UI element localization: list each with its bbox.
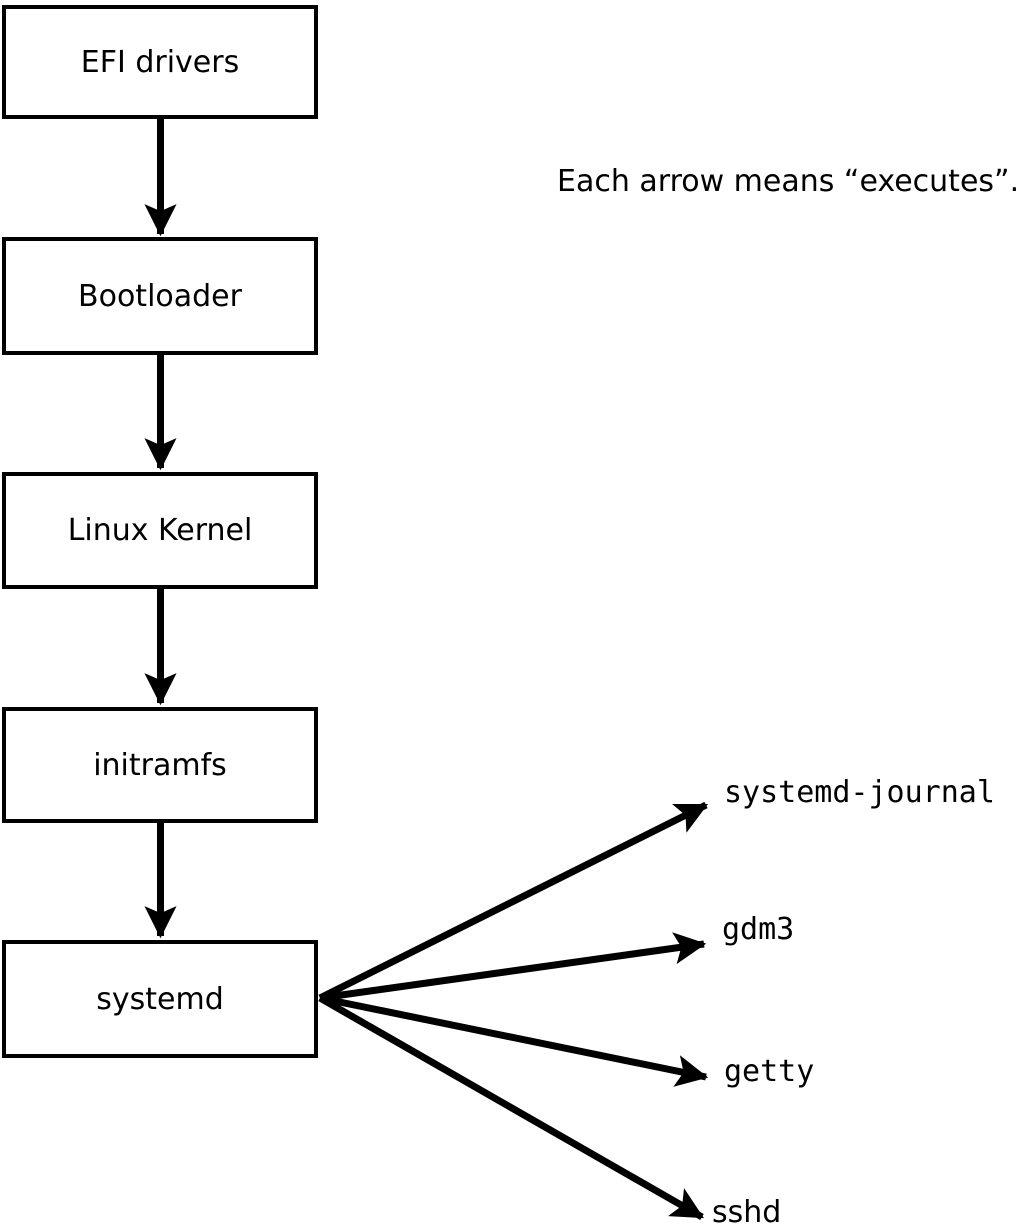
arrow-systemd-to-journal [318,801,709,1002]
box-systemd: systemd [2,940,318,1058]
arrow-systemd-to-sshd [318,994,704,1221]
box-initramfs: initramfs [2,707,318,823]
box-bootloader-label: Bootloader [78,278,242,314]
box-bootloader: Bootloader [2,237,318,355]
label-sshd: sshd [712,1195,782,1230]
label-gdm3: gdm3 [722,912,795,947]
box-efi-drivers-label: EFI drivers [80,44,240,80]
label-systemd-journal: systemd-journal [724,775,995,810]
arrow-systemd-to-getty [319,994,709,1087]
arrow-legend-note: Each arrow means “executes”. [557,164,1020,199]
label-getty: getty [724,1054,815,1089]
box-efi-drivers: EFI drivers [2,5,318,119]
box-linux-kernel-label: Linux Kernel [67,513,253,548]
box-systemd-label: systemd [96,981,224,1017]
arrow-systemd-to-gdm3 [319,932,707,1002]
box-initramfs-label: initramfs [93,747,227,783]
box-linux-kernel: Linux Kernel [2,472,318,589]
